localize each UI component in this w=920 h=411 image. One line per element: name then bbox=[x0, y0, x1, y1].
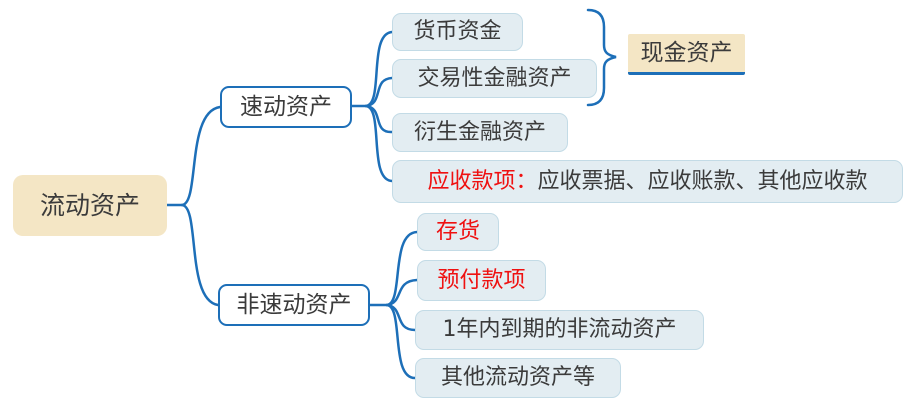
connector-quick-monetary bbox=[364, 30, 394, 108]
node-label: 预付款项 bbox=[437, 267, 526, 293]
node-current-assets[interactable]: 流动资产 bbox=[13, 175, 167, 236]
connector-nonquick-prepaid bbox=[385, 278, 419, 307]
node-derivative-financial-assets[interactable]: 衍生金融资产 bbox=[392, 113, 568, 152]
node-cash-assets-annotation[interactable]: 现金资产 bbox=[628, 34, 745, 75]
node-label: 交易性金融资产 bbox=[417, 65, 572, 91]
node-label: 应收票据、应收账款、其他应收款 bbox=[537, 168, 868, 194]
node-nonquick-assets[interactable]: 非速动资产 bbox=[218, 284, 370, 326]
node-prepayments[interactable]: 预付款项 bbox=[417, 260, 546, 301]
node-other-current-assets[interactable]: 其他流动资产等 bbox=[415, 358, 621, 398]
connector-nonquick-other bbox=[385, 303, 417, 380]
connector-nonquick-due1year bbox=[385, 303, 417, 332]
node-noncurrent-due-within-1-year[interactable]: 1年内到期的非流动资产 bbox=[415, 310, 704, 350]
node-label: 衍生金融资产 bbox=[413, 119, 546, 145]
node-monetary-funds[interactable]: 货币资金 bbox=[392, 13, 523, 51]
connector-nonquick-inventory bbox=[385, 230, 419, 307]
node-quick-assets[interactable]: 速动资产 bbox=[220, 86, 352, 128]
node-receivables[interactable]: 应收款项：应收票据、应收账款、其他应收款 bbox=[392, 160, 903, 203]
node-trading-financial-assets[interactable]: 交易性金融资产 bbox=[392, 59, 597, 98]
connector-quick-trading bbox=[364, 76, 394, 108]
node-label: 流动资产 bbox=[39, 191, 140, 220]
node-label: 存货 bbox=[435, 219, 480, 244]
node-label: 货币资金 bbox=[413, 19, 502, 44]
connector-quick-derivative bbox=[364, 104, 394, 134]
node-label: 现金资产 bbox=[640, 39, 733, 66]
node-inventory[interactable]: 存货 bbox=[417, 213, 499, 251]
node-label: 速动资产 bbox=[240, 93, 332, 120]
node-label: 非速动资产 bbox=[236, 291, 352, 318]
node-label-highlight: 应收款项： bbox=[427, 168, 538, 194]
connector-quick-receivables bbox=[364, 104, 394, 183]
connector-root-nonquick bbox=[180, 203, 220, 307]
node-label: 其他流动资产等 bbox=[440, 365, 595, 390]
node-label: 1年内到期的非流动资产 bbox=[442, 317, 677, 342]
connector-root-quick bbox=[180, 105, 222, 207]
